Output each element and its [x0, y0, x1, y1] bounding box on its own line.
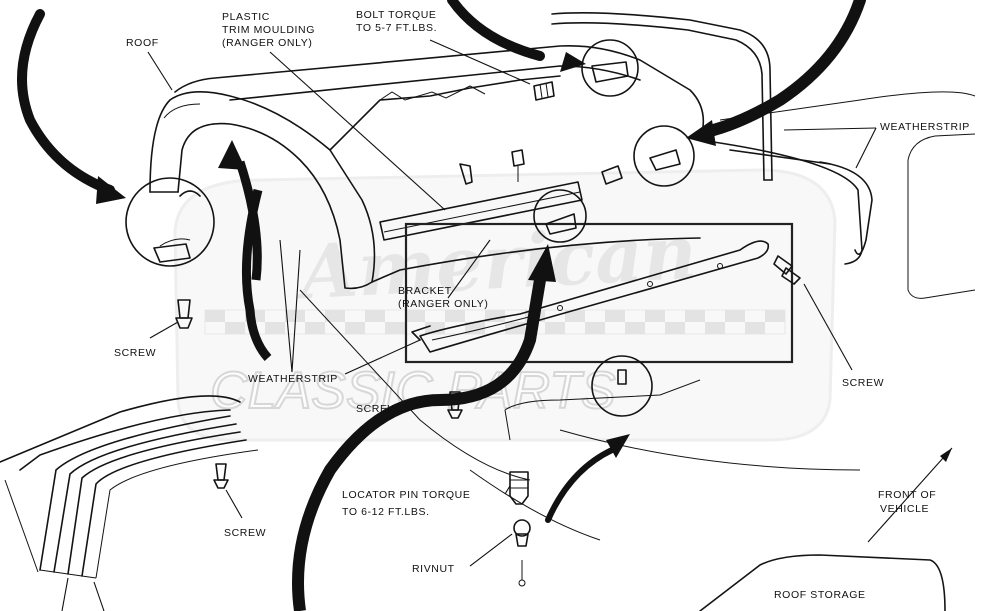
label-locator-pin-1: LOCATOR PIN TORQUE — [342, 489, 470, 501]
label-roof-storage: ROOF STORAGE — [774, 589, 866, 601]
leader-lines — [61, 39, 953, 611]
screw-small-a — [459, 163, 473, 185]
rivnut — [513, 519, 531, 587]
checkered-band — [204, 309, 786, 335]
label-plastic-trim-1: PLASTIC — [222, 11, 270, 23]
bolt-top — [533, 81, 555, 101]
screw-left — [175, 299, 193, 329]
screw-right — [773, 255, 801, 285]
label-bolt-torque-1: BOLT TORQUE — [356, 9, 437, 21]
label-bracket-2: (RANGER ONLY) — [398, 298, 488, 310]
detail-circle-center — [533, 189, 587, 243]
label-rivnut: RIVNUT — [412, 563, 455, 575]
label-weatherstrip-center: WEATHERSTRIP — [248, 373, 338, 385]
curved-arrows — [17, 0, 866, 611]
detail-circle-left — [125, 177, 215, 267]
watermark-brand: American — [292, 210, 699, 317]
weatherstrip-right-side — [819, 161, 873, 256]
bracket-detail-box — [404, 222, 794, 364]
label-screw-left: SCREW — [114, 347, 156, 359]
label-front-of-vehicle-1: FRONT OF — [878, 489, 936, 501]
label-bracket-1: BRACKET — [398, 285, 452, 297]
bolt-mid — [601, 165, 623, 185]
screw-lower-left — [213, 463, 229, 489]
detail-circle-top — [581, 39, 639, 97]
locator-pin — [509, 471, 529, 505]
label-screw-center: SCREW — [356, 403, 398, 415]
label-screw-lower-left: SCREW — [224, 527, 266, 539]
plastic-trim-moulding — [379, 181, 583, 241]
detail-circle-bottom — [591, 355, 653, 417]
label-roof: ROOF — [126, 37, 159, 49]
label-front-of-vehicle-2: VEHICLE — [880, 503, 929, 515]
bolt-vertical — [511, 149, 525, 182]
label-plastic-trim-2: TRIM MOULDING — [222, 24, 315, 36]
detail-circle-right — [633, 125, 695, 187]
weatherstrip-right-upper — [551, 12, 773, 181]
door-frame-lower-left — [0, 395, 259, 579]
label-locator-pin-2: TO 6-12 FT.LBS. — [342, 506, 430, 518]
watermark-subtitle: CLASSIC PARTS — [210, 362, 616, 420]
roof-body — [149, 44, 976, 611]
labels: ROOF PLASTIC TRIM MOULDING (RANGER ONLY)… — [114, 9, 970, 601]
label-weatherstrip-right: WEATHERSTRIP — [880, 121, 970, 133]
label-bolt-torque-2: TO 5-7 FT.LBS. — [356, 22, 437, 34]
label-screw-right: SCREW — [842, 377, 884, 389]
watermark: American CLASSIC PARTS — [173, 168, 837, 442]
label-plastic-trim-3: (RANGER ONLY) — [222, 37, 312, 49]
